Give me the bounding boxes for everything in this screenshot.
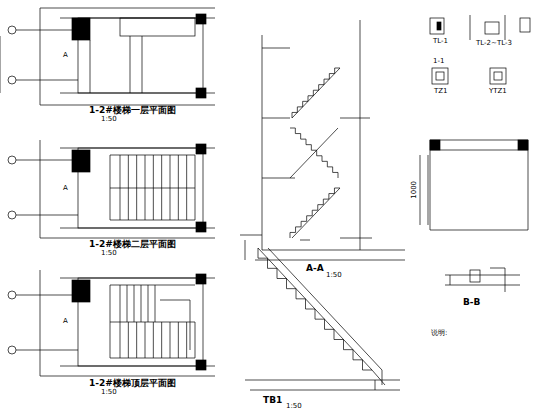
tread-line (136, 322, 137, 358)
drawing-label: A (62, 185, 69, 193)
tread-line (128, 155, 129, 188)
tread-line (170, 155, 171, 188)
tread-line (195, 155, 196, 188)
tread-line (141, 285, 142, 322)
tread-line (145, 155, 146, 188)
stair-treads (0, 36, 372, 370)
tread-line (0, 36, 1, 93)
stair-steps (292, 68, 340, 118)
tread-line (120, 188, 121, 220)
tread-line (161, 322, 162, 358)
drawing-label: 1:50 (285, 403, 303, 411)
tread-line (136, 188, 137, 220)
tread-line (128, 322, 129, 358)
drawing-label: B-B (462, 298, 481, 308)
stair-steps (258, 248, 372, 370)
tread-line (145, 322, 146, 358)
drawing-label: TL-1 (432, 38, 449, 46)
drawing-label: 1000 (411, 180, 419, 200)
drawing-label: 1:50 (100, 250, 118, 258)
tread-line (195, 188, 196, 220)
tread-line (153, 322, 154, 358)
tread-line (161, 188, 162, 220)
tread-line (186, 322, 187, 358)
tread-line (120, 155, 121, 188)
tread-line (161, 155, 162, 188)
drawing-label: TB1 (262, 396, 283, 406)
tread-line (170, 188, 171, 220)
tread-line (186, 155, 187, 188)
tread-line (178, 188, 179, 220)
drawing-label: 1-1 (432, 58, 445, 66)
tread-line (120, 285, 121, 322)
tread-line (153, 155, 154, 188)
stair-steps (290, 188, 340, 238)
tread-line (153, 188, 154, 220)
drawing-label: 1:50 (100, 389, 118, 397)
plan-two (8, 140, 215, 238)
tread-line (128, 188, 129, 220)
drawing-label: A (62, 52, 69, 60)
tread-line (195, 322, 196, 358)
drawing-label: TL-2~TL-3 (475, 40, 513, 48)
plan-one (8, 8, 215, 105)
section-aa (240, 20, 405, 260)
tread-line (186, 188, 187, 220)
drawing-label: 1-2#楼梯二层平面图 (88, 240, 177, 250)
tread-line (145, 188, 146, 220)
drawing-label: 1:50 (100, 116, 118, 124)
tread-line (148, 285, 149, 322)
drawing-label: A (62, 318, 69, 326)
details (420, 15, 530, 292)
tread-line (120, 322, 121, 358)
tread-line (155, 285, 156, 322)
drawing-label: 说明: (430, 330, 448, 338)
drawing-label: 1:50 (325, 272, 343, 280)
drawing-label: YTZ1 (488, 88, 508, 96)
drawing-label: TZ1 (433, 88, 449, 96)
tread-line (178, 322, 179, 358)
tread-line (134, 285, 135, 322)
plan-top (8, 270, 215, 376)
tread-line (170, 322, 171, 358)
tread-line (127, 285, 128, 322)
drawing-label: A-A (305, 264, 325, 274)
stair-slab-tb1 (245, 240, 400, 390)
drawing-label: 1-2#楼梯顶层平面图 (88, 379, 177, 389)
tread-line (136, 155, 137, 188)
drawing-label: 1-2#楼梯一层平面图 (88, 106, 177, 116)
stair-steps (290, 128, 338, 178)
tread-line (178, 155, 179, 188)
